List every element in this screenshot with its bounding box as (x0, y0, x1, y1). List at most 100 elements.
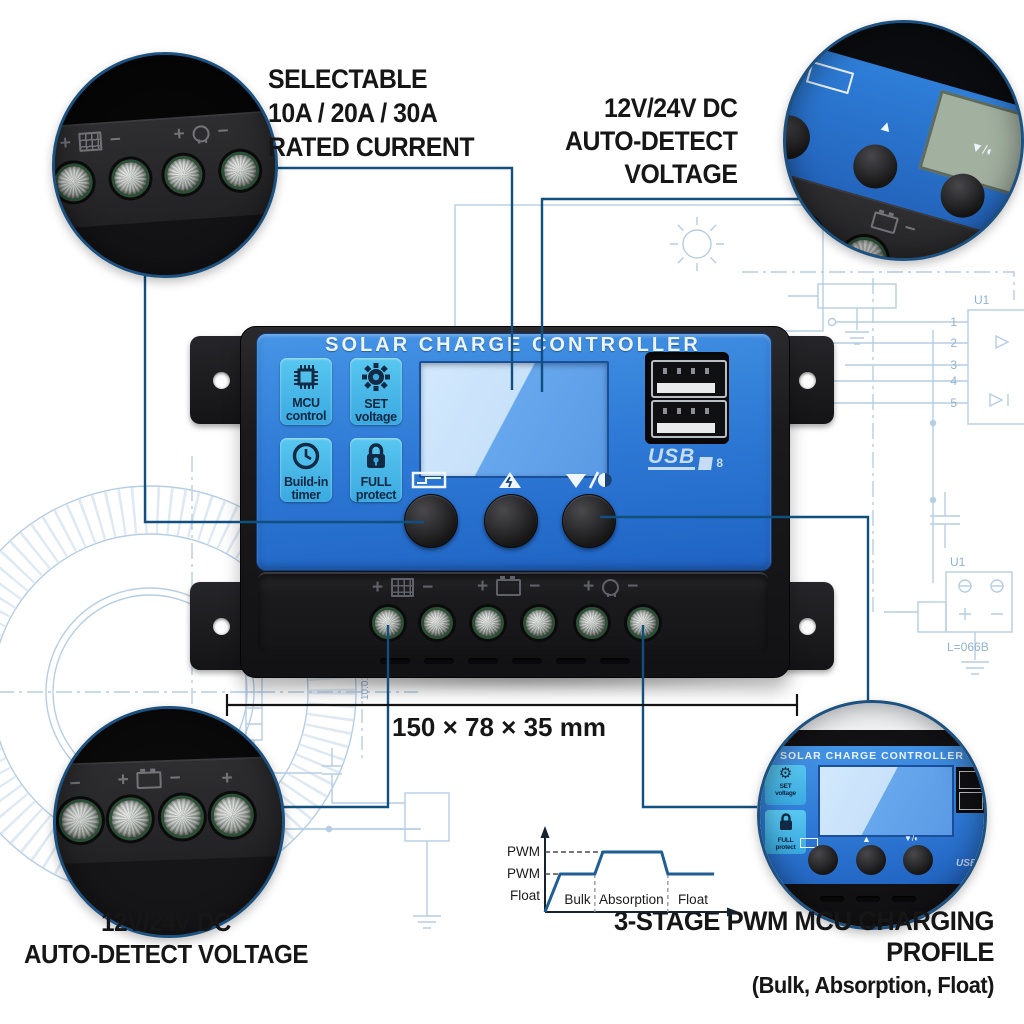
y-axis-label: PWM (507, 844, 540, 859)
inset-solar-symbols: + − (59, 128, 122, 154)
usb-port-a (651, 360, 727, 398)
inset-button (786, 110, 816, 165)
profile-line (543, 850, 715, 913)
usb-port-b (651, 400, 727, 438)
circuit-sketch-right (742, 271, 1024, 675)
usb-logo-text: USB (648, 445, 696, 470)
schematic-label-u1-bottom: U1 (950, 555, 966, 569)
feature-label: FULL protect (355, 475, 397, 502)
schematic-pin-4: 4 (950, 374, 957, 388)
mounting-hole (799, 372, 816, 389)
inset-device-top-right: ▲ ▼/◐ − − + (783, 20, 1024, 261)
inset-usb-logo: USB (956, 858, 978, 869)
lamp-icon (602, 578, 620, 597)
gear-icon (362, 363, 390, 391)
battery-icon (136, 770, 162, 789)
solar-terminal-symbols: + − (372, 578, 433, 597)
lock-icon (779, 813, 792, 830)
minus-sign: − (529, 576, 541, 597)
stage-label: Bulk (564, 892, 591, 907)
display-battery-icon (411, 471, 447, 489)
schematic-pin-1: 1 (950, 315, 957, 329)
usb-logo-suffix: 8 (716, 456, 724, 470)
y-axis-label: Float (510, 888, 540, 903)
mounting-hole (213, 372, 230, 389)
stage-label: Float (678, 892, 708, 907)
terminal-screw (835, 231, 893, 258)
inset-load-symbols: + − (172, 120, 230, 146)
terminal-screw (786, 208, 829, 258)
callout-autodetect-bottom: 12V/24V DC AUTO-DETECT VOLTAGE (23, 907, 308, 969)
terminal-screw (576, 607, 608, 639)
down-button (562, 494, 616, 548)
minus-sign: − (422, 576, 434, 598)
up-button (484, 494, 538, 548)
up-arrow-icon: ▲ (862, 834, 871, 844)
terminal-screw (472, 607, 504, 639)
plus-sign: + (477, 576, 489, 597)
sun-doodle (670, 217, 724, 271)
clock-icon (292, 442, 320, 470)
feature-tile-set-voltage: SET voltage (350, 358, 402, 425)
callout-selectable-current: SELECTABLE 10A / 20A / 30A RATED CURRENT (268, 64, 475, 162)
feature-tile-timer: Build-in timer (280, 438, 332, 502)
inset-lcd (818, 765, 954, 837)
mcu-chip-icon (294, 365, 318, 389)
display-battery-icon (805, 60, 855, 95)
load-terminal-symbols: + − (583, 576, 639, 597)
dimension-label: 150 × 78 × 35 mm (392, 712, 606, 742)
solar-panel-icon (391, 578, 415, 597)
terminal-screw (421, 607, 453, 639)
y-axis-label: PWM (507, 866, 540, 881)
chart-caption: 3-STAGE PWM MCU CHARGING PROFILE (Bulk, … (548, 906, 995, 999)
inset-button (808, 845, 838, 875)
inset-tile-set-voltage: ⚙ SET voltage (765, 765, 806, 805)
stage-label: Absorption (599, 892, 664, 907)
inset-terminals-bottom-left: − + − + (53, 706, 285, 938)
inset-button (856, 845, 886, 875)
up-arrow-icon: ▲ (876, 116, 896, 137)
chart-subtitle: (Bulk, Absorption, Float) (751, 972, 995, 998)
plus-sign: + (372, 576, 384, 598)
schematic-pin-3: 3 (950, 358, 957, 372)
plus-sign: + (583, 576, 595, 597)
inset-terminals-top-left: + − + − (52, 52, 278, 278)
gear-icon: ⚙ (778, 765, 793, 782)
down-arrow-light-icon (566, 471, 612, 489)
mounting-hole (213, 618, 230, 635)
battery-icon (496, 575, 522, 596)
display-battery-icon (800, 838, 818, 848)
usb-logo: USB 8 (648, 445, 734, 470)
up-arrow-bolt-icon (499, 472, 521, 488)
terminal-screw (523, 607, 555, 639)
battery-icon (870, 210, 900, 234)
schematic-pin-5: 5 (950, 396, 957, 410)
inset-device-bottom-right: SOLAR CHARGE CONTROLLER ⚙ SET voltage FU… (757, 700, 987, 930)
down-arrow-light-icon: ▼/◐ (904, 834, 919, 843)
charging-profile-chart: PWM PWM Float Bulk Absorption Float (493, 820, 745, 922)
lcd-screen (419, 361, 609, 478)
terminal-screw (627, 607, 659, 639)
terminal-screw (372, 607, 404, 639)
lock-icon (367, 443, 385, 468)
inset-button (848, 139, 903, 194)
feature-tile-protect: FULL protect (350, 438, 402, 502)
solar-panel-icon (78, 131, 103, 152)
feature-tile-mcu: MCU control (280, 358, 332, 425)
callout-autodetect-top: 12V/24V DC AUTO-DETECT VOLTAGE (564, 93, 738, 189)
schematic-pin-2: 2 (950, 336, 957, 350)
inset-button (903, 845, 933, 875)
menu-button (404, 494, 458, 548)
schematic-part-number: L=066B (947, 640, 989, 654)
minus-sign: − (627, 576, 639, 597)
inset-usb (956, 767, 984, 813)
usb-logo-square (698, 457, 714, 470)
schematic-label-u1-top: U1 (974, 293, 990, 307)
lamp-icon (192, 124, 211, 143)
feature-label: MCU control (285, 396, 327, 423)
battery-terminal-symbols: + − (477, 575, 541, 597)
feature-label: SET voltage (355, 397, 397, 424)
mounting-hole (799, 618, 816, 635)
usb-ports (645, 352, 729, 444)
inset-product-title: SOLAR CHARGE CONTROLLER (780, 750, 964, 762)
